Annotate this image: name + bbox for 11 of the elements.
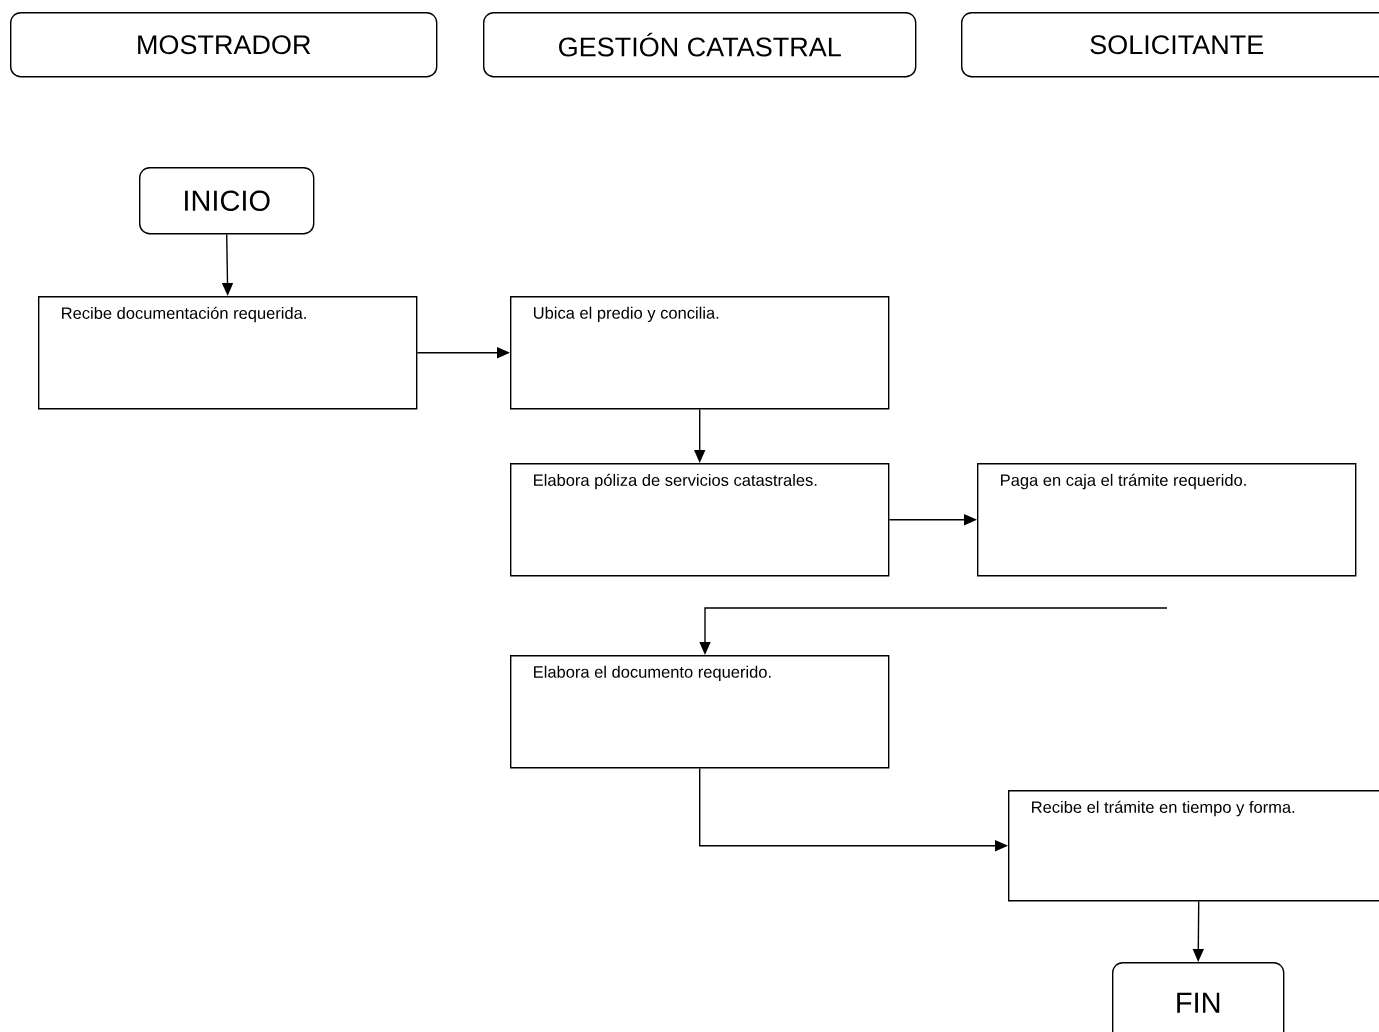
- process-box: Recibe el trámite en tiempo y forma.: [1008, 790, 1379, 902]
- lane-header: MOSTRADOR: [10, 12, 438, 78]
- terminal-box: FIN: [1112, 962, 1285, 1032]
- process-box: Elabora póliza de servicios catastrales.: [510, 463, 890, 577]
- lane-header: GESTIÓN CATASTRAL: [483, 12, 917, 78]
- terminal-box: INICIO: [139, 167, 315, 235]
- process-box: Paga en caja el trámite requerido.: [977, 463, 1357, 577]
- process-box: Recibe documentación requerida.: [38, 296, 418, 410]
- process-box: Ubica el predio y concilia.: [510, 296, 890, 410]
- lane-header: SOLICITANTE: [961, 12, 1379, 78]
- process-box: Elabora el documento requerido.: [510, 655, 890, 769]
